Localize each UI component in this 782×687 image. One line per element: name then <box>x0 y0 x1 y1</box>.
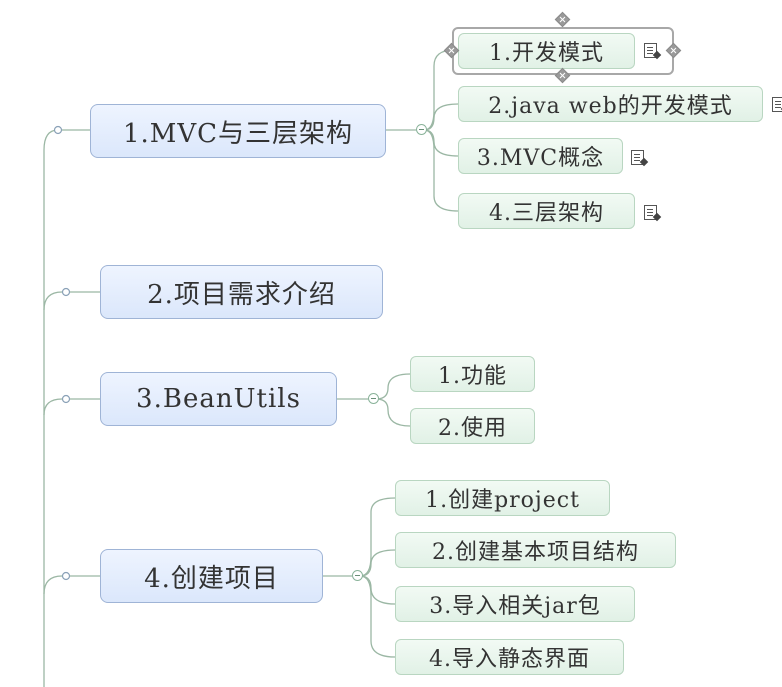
subtopic-import-static-pages[interactable]: 4.导入静态界面 <box>395 639 624 675</box>
subtopic-mvc-concept[interactable]: 3.MVC概念 <box>458 138 623 174</box>
collapse-toggle-beanutils[interactable] <box>368 393 379 404</box>
subtopic-dev-mode[interactable]: 1.开发模式 <box>458 33 635 69</box>
subtopic-import-jars[interactable]: 3.导入相关jar包 <box>395 586 635 622</box>
subtopic-javaweb-dev-mode[interactable]: 2.java web的开发模式 <box>458 86 763 122</box>
subtopic-usage[interactable]: 2.使用 <box>410 408 535 444</box>
collapse-toggle-mvc[interactable] <box>416 124 427 135</box>
collapse-toggle-create-project[interactable] <box>352 570 363 581</box>
main-topic-beanutils[interactable]: 3.BeanUtils <box>100 372 337 426</box>
note-icon[interactable] <box>644 205 657 220</box>
subtopic-function[interactable]: 1.功能 <box>410 356 535 392</box>
subtopic-three-tier[interactable]: 4.三层架构 <box>458 193 635 229</box>
main-topic-requirements[interactable]: 2.项目需求介绍 <box>100 265 383 319</box>
subtopic-create-project[interactable]: 1.创建project <box>395 480 610 516</box>
subtopic-create-structure[interactable]: 2.创建基本项目结构 <box>395 532 676 568</box>
main-topic-create-project[interactable]: 4.创建项目 <box>100 549 323 603</box>
note-icon[interactable] <box>631 150 644 165</box>
note-icon[interactable] <box>644 43 657 58</box>
note-icon[interactable] <box>772 97 782 112</box>
main-topic-mvc[interactable]: 1.MVC与三层架构 <box>90 104 386 158</box>
